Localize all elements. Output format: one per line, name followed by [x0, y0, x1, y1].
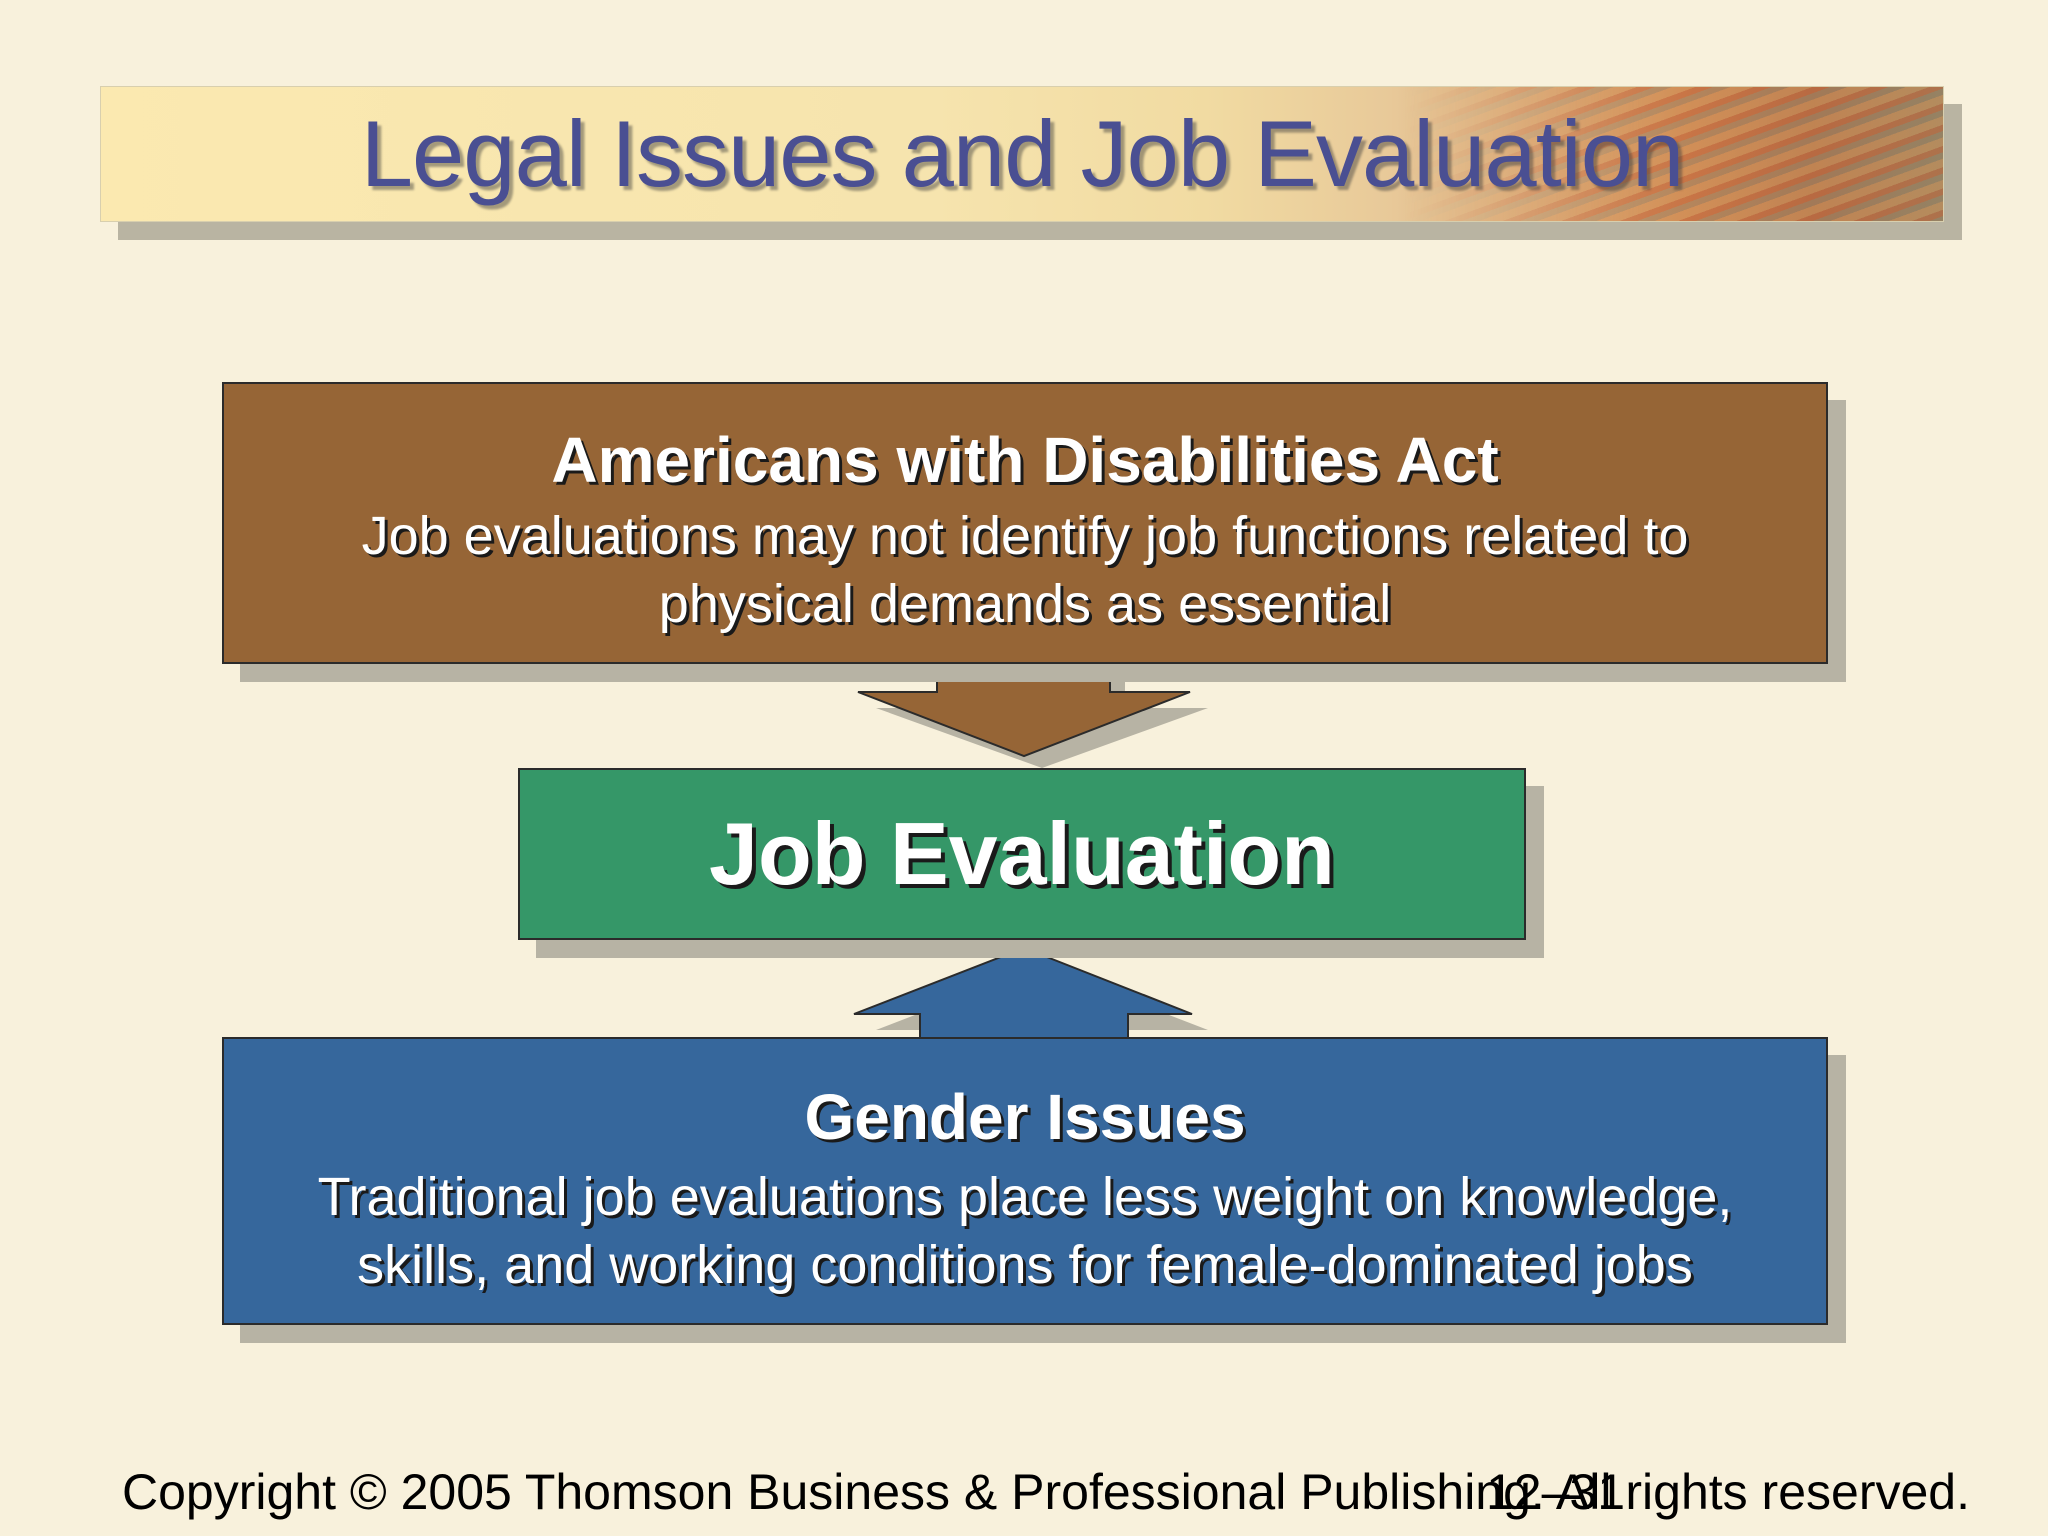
ada-description-line2: physical demands as essential: [658, 574, 1392, 634]
page-number: 12–31: [1486, 1464, 1626, 1520]
ada-heading: Americans with Disabilities Act: [551, 424, 1499, 496]
slide-title: Legal Issues and Job Evaluation: [360, 101, 1685, 206]
up-arrow-body: [853, 946, 1193, 1041]
ada-description: Job evaluations may not identify job fun…: [224, 502, 1826, 638]
ada-description-line1: Job evaluations may not identify job fun…: [361, 506, 1689, 566]
gender-description-line1: Traditional job evaluations place less w…: [317, 1167, 1733, 1227]
title-banner: Legal Issues and Job Evaluation: [100, 86, 1944, 222]
gender-heading: Gender Issues: [804, 1081, 1246, 1153]
title-banner-texture: [1403, 87, 1943, 221]
gender-issues-box: Gender Issues Traditional job evaluation…: [222, 1037, 1828, 1325]
job-evaluation-box: Job Evaluation: [518, 768, 1526, 940]
copyright-text: Copyright © 2005 Thomson Business & Prof…: [122, 1464, 1970, 1520]
down-arrow-body: [857, 659, 1191, 758]
gender-description-line2: skills, and working conditions for femal…: [357, 1235, 1693, 1295]
ada-box: Americans with Disabilities Act Job eval…: [222, 382, 1828, 664]
job-evaluation-label: Job Evaluation: [709, 804, 1335, 903]
down-arrow-shadow: [876, 672, 1208, 768]
gender-description: Traditional job evaluations place less w…: [224, 1163, 1826, 1299]
